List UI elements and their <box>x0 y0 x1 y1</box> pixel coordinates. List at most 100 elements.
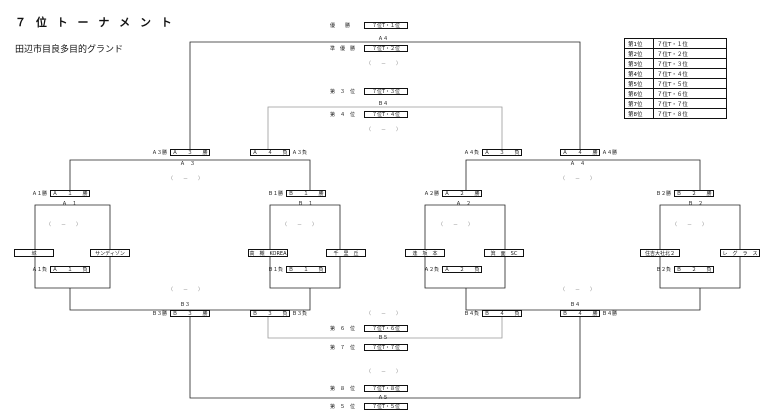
a3-win-slot: Ａ ３ 勝 <box>170 149 210 156</box>
a4-bracket <box>465 159 701 196</box>
fourth-place-slot: ７位T・４位 <box>364 111 408 118</box>
sixth-place-label: 第 ６ 位 <box>330 326 356 332</box>
b4-match-label: Ｂ４ <box>570 302 581 308</box>
b1-match-label: Ｂ １ <box>298 201 314 207</box>
runner-up-slot: ７位T・２位 <box>364 45 408 52</box>
b2-lose-label: Ｂ２負 <box>656 267 672 273</box>
rank-slot: ７位T・５位 <box>653 78 727 89</box>
a3-score: （ － ） <box>168 176 204 182</box>
a1-match-label: Ａ １ <box>62 201 78 207</box>
fifth-match-label: Ｂ５ <box>378 335 389 341</box>
a2-win-slot: Ａ ２ 勝 <box>442 190 482 197</box>
rank-label: 第7位 <box>624 98 654 109</box>
eighth-place-label: 第 ８ 位 <box>330 386 356 392</box>
b2-bracket <box>659 204 741 252</box>
a1-bracket <box>34 204 111 252</box>
b1-win-label: Ｂ１勝 <box>268 191 284 197</box>
b1-win-slot: Ｂ １ 勝 <box>286 190 326 197</box>
fifth-match-score: （ － ） <box>366 311 402 317</box>
rank-slot: ７位T・７位 <box>653 98 727 109</box>
b1-score: （ － ） <box>282 222 318 228</box>
sixth-place-slot: ７位T・６位 <box>364 325 408 332</box>
b3-score: （ － ） <box>168 287 204 293</box>
a1-lose-label: Ａ１負 <box>32 267 48 273</box>
rank-label: 第5位 <box>624 78 654 89</box>
winner-slot: ７位T・１位 <box>364 22 408 29</box>
third-fourth-bracket <box>267 106 503 152</box>
fourth-place-label: 第 ４ 位 <box>330 112 356 118</box>
b4-win-label: Ｂ４勝 <box>602 311 618 317</box>
winner-label: 優 勝 <box>330 23 351 29</box>
final-bracket <box>189 41 581 152</box>
b4-win-slot: Ｂ ４ 勝 <box>560 310 600 317</box>
a3-bracket <box>69 159 311 196</box>
a4-win-slot: Ａ ４ 勝 <box>560 149 600 156</box>
rank-slot: ７位T・８位 <box>653 108 727 119</box>
b3-win-label: Ｂ３勝 <box>152 311 168 317</box>
b3-match-label: Ｂ３ <box>180 302 191 308</box>
rank-label: 第2位 <box>624 48 654 59</box>
a3-win-label: Ａ３勝 <box>152 150 168 156</box>
b4-lose-label: Ｂ４負 <box>464 311 480 317</box>
seventh-place-label: 第 ７ 位 <box>330 345 356 351</box>
a3-lose-label: Ａ３負 <box>292 150 308 156</box>
rank-slot: ７位T・４位 <box>653 68 727 79</box>
fifth-place-label: 第 ５ 位 <box>330 404 356 410</box>
fifth-place-slot: ７位T・５位 <box>364 403 408 410</box>
rank-slot: ７位T・２位 <box>653 48 727 59</box>
a1-score: （ － ） <box>46 222 82 228</box>
rank-slot: ７位T・３位 <box>653 58 727 69</box>
b3-win-slot: Ｂ ３ 勝 <box>170 310 210 317</box>
a2-win-label: Ａ２勝 <box>424 191 440 197</box>
eighth-place-slot: ７位T・８位 <box>364 385 408 392</box>
a1-lose-slot: Ａ １ 負 <box>50 266 90 273</box>
seventh-eighth-bracket <box>189 310 581 399</box>
a4-match-label: Ａ ４ <box>570 161 586 167</box>
b2-win-label: Ｂ２勝 <box>656 191 672 197</box>
b2-lose-slot: Ｂ ２ 負 <box>674 266 714 273</box>
a1-win-label: Ａ１勝 <box>32 191 48 197</box>
b1-lose-bracket <box>269 256 341 289</box>
b2-score: （ － ） <box>672 222 708 228</box>
b1-bracket <box>269 204 341 252</box>
a2-lose-label: Ａ２負 <box>424 267 440 273</box>
third-match-score: （ － ） <box>366 127 402 133</box>
a4-lose-label: Ａ４負 <box>464 150 480 156</box>
team-2: サンディゾン <box>90 249 130 257</box>
team-3: 高 槻 KOREA <box>248 249 288 257</box>
b4-lose-slot: Ｂ ４ 負 <box>482 310 522 317</box>
a1-lose-bracket <box>34 256 111 289</box>
a2-lose-bracket <box>424 256 506 289</box>
final-match-label: Ａ４ <box>378 36 389 42</box>
rank-label: 第3位 <box>624 58 654 69</box>
team-4: 千 里 丘 <box>326 249 366 257</box>
a2-bracket <box>424 204 506 252</box>
b3-lose-slot: Ｂ ３ 負 <box>250 310 290 317</box>
a2-lose-slot: Ａ ２ 負 <box>442 266 482 273</box>
a1-win-slot: Ａ １ 勝 <box>50 190 90 197</box>
a2-score: （ － ） <box>438 222 474 228</box>
final-score: （ － ） <box>366 61 402 67</box>
a4-lose-slot: Ａ ４ 負 <box>250 149 290 156</box>
b4-score: （ － ） <box>560 287 596 293</box>
a3-lose-slot: Ａ ３ 負 <box>482 149 522 156</box>
rank-label: 第4位 <box>624 68 654 79</box>
rank-slot: ７位T・１位 <box>653 38 727 49</box>
third-match-label: Ｂ４ <box>378 101 389 107</box>
seventh-match-label: Ａ５ <box>378 395 389 401</box>
a4-score: （ － ） <box>560 176 596 182</box>
b1-lose-label: Ｂ１負 <box>268 267 284 273</box>
rank-slot: ７位T・６位 <box>653 88 727 99</box>
b3-lose-label: Ｂ３負 <box>292 311 308 317</box>
seventh-match-score: （ － ） <box>366 369 402 375</box>
b2-match-label: Ｂ ２ <box>688 201 704 207</box>
a4-win-label: Ａ４勝 <box>602 150 618 156</box>
fifth-sixth-bracket <box>267 314 503 339</box>
